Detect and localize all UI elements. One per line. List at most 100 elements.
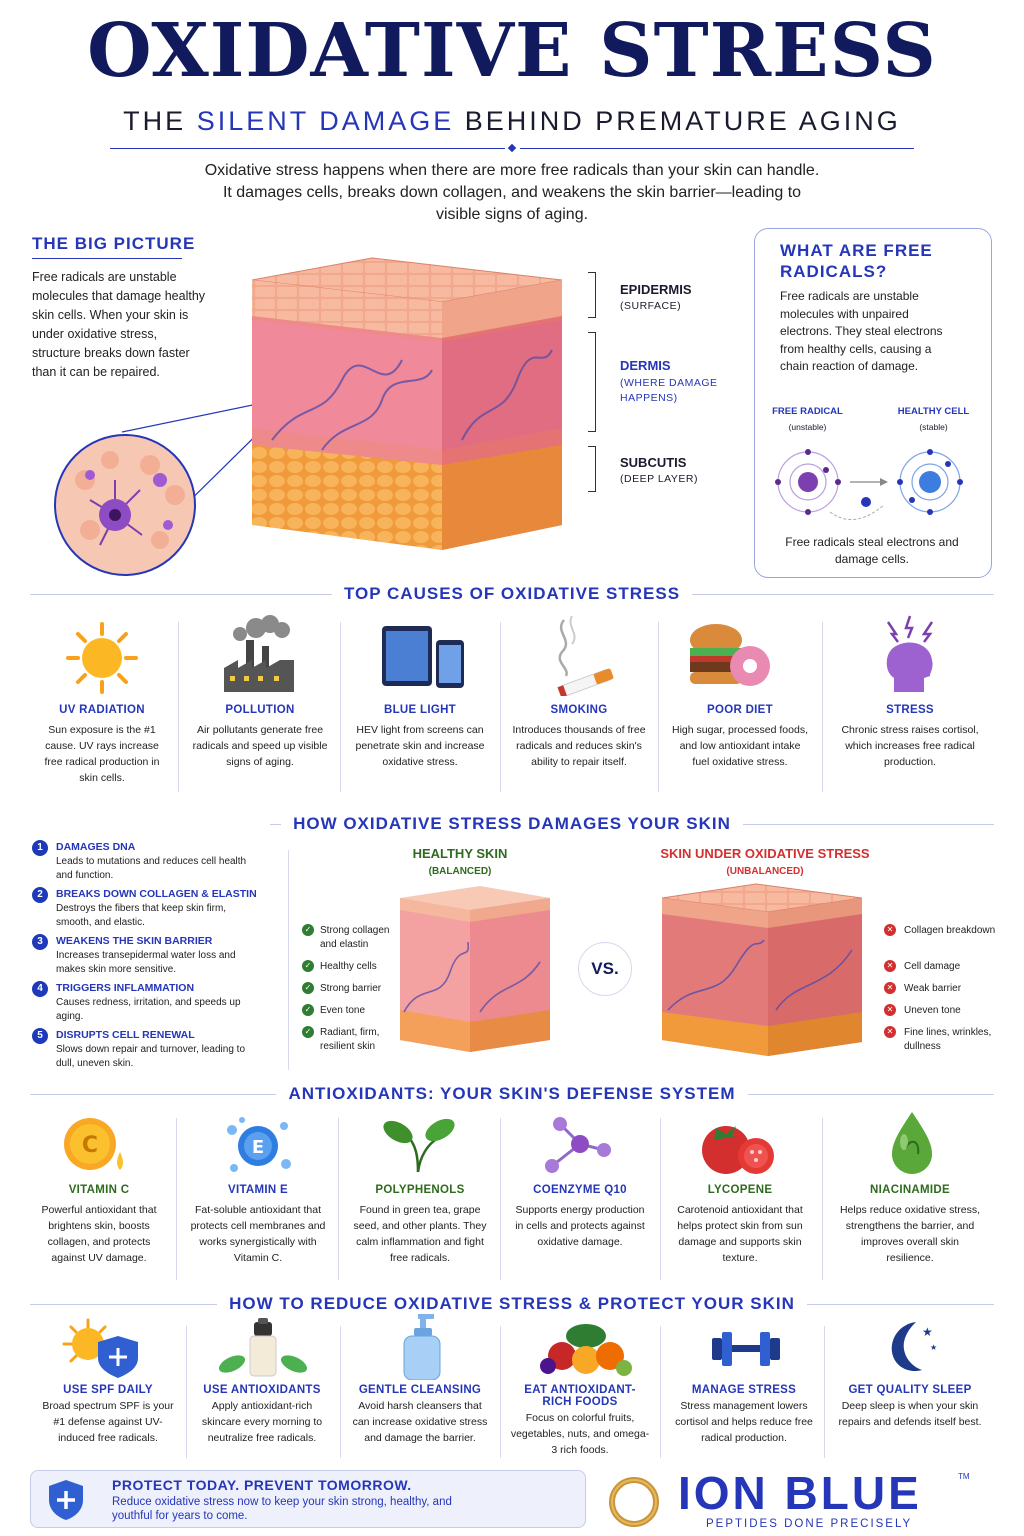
healthy-skin-cube xyxy=(400,886,550,1052)
healthy-cell-label: HEALTHY CELL xyxy=(897,406,970,417)
stressed-point: Fine lines, wrinkles, dullness xyxy=(904,1027,992,1052)
stressed-point: Cell damage xyxy=(904,961,961,972)
cause-desc: Chronic stress raises cortisol, which in… xyxy=(841,724,979,768)
free-radicals-heading: WHAT ARE FREE RADICALS? xyxy=(780,241,933,281)
skin-layers-cube xyxy=(251,257,563,550)
header-rule-right xyxy=(520,148,914,149)
antioxidant-title: NIACINAMIDE xyxy=(870,1184,950,1196)
protect-title: EAT ANTIOXIDANT-RICH FOODS xyxy=(524,1384,636,1408)
subtitle-highlight: SILENT DAMAGE xyxy=(196,106,455,136)
burger-icon xyxy=(690,624,770,686)
vitamin-c-icon: C xyxy=(64,1118,123,1170)
damage-desc: Causes redness, irritation, and speeds u… xyxy=(56,997,241,1022)
cause-pollution: POLLUTION Air pollutants generate free r… xyxy=(192,704,328,770)
healthy-point: Even tone xyxy=(320,1005,366,1016)
check-icon: ✓ xyxy=(302,982,314,994)
intro-text: Oxidative stress happens when there are … xyxy=(204,162,820,223)
protect-title: GENTLE CLEANSING xyxy=(358,1384,482,1396)
x-icon: ✕ xyxy=(884,1026,896,1038)
cause-title: POOR DIET xyxy=(707,704,773,716)
svg-text:★: ★ xyxy=(930,1343,937,1352)
cause-desc: Introduces thousands of free radicals an… xyxy=(512,724,646,768)
damage-title: DISRUPTS CELL RENEWAL xyxy=(56,1029,195,1041)
antioxidant-polyphenols: POLYPHENOLS Found in green tea, grape se… xyxy=(352,1184,488,1266)
tomato-icon xyxy=(702,1126,774,1174)
brand-name: ION BLUE xyxy=(678,1467,922,1519)
damage-number: 5 xyxy=(32,1028,48,1044)
free-radicals-card xyxy=(754,228,992,578)
factory-icon xyxy=(224,615,294,692)
antioxidant-niacinamide: NIACINAMIDE Helps reduce oxidative stres… xyxy=(838,1184,982,1266)
dermis-label: DERMIS xyxy=(620,358,671,373)
protect-title: MANAGE STRESS xyxy=(691,1384,797,1396)
brand-tm: TM xyxy=(958,1472,970,1481)
antioxidant-desc: Fat-soluble antioxidant that protects ce… xyxy=(190,1204,326,1264)
cause-desc: HEV light from screens can penetrate ski… xyxy=(355,724,485,768)
stressed-points: ✕Collagen breakdown ✕Cell damage ✕Weak b… xyxy=(884,924,1002,1052)
protect-banner: HOW TO REDUCE OXIDATIVE STRESS & PROTECT… xyxy=(30,1294,994,1314)
damage-title: TRIGGERS INFLAMMATION xyxy=(56,982,195,994)
cause-title: POLLUTION xyxy=(225,704,295,716)
protect-desc: Apply antioxidant-rich skincare every mo… xyxy=(201,1400,323,1444)
protect-stress: MANAGE STRESS Stress management lowers c… xyxy=(674,1384,814,1446)
stressed-skin-sub: (UNBALANCED) xyxy=(726,866,804,877)
check-icon: ✓ xyxy=(302,960,314,972)
protect-desc: Broad spectrum SPF is your #1 defense ag… xyxy=(42,1400,174,1444)
dumbbell-icon xyxy=(712,1332,780,1366)
page-title: OXIDATIVE STRESS xyxy=(87,8,937,94)
healthy-skin-sub: (BALANCED) xyxy=(428,866,492,877)
healthy-point: Radiant, firm, resilient skin xyxy=(320,1027,380,1052)
protect-title: USE SPF DAILY xyxy=(63,1384,153,1396)
cause-desc: Air pollutants generate free radicals an… xyxy=(192,724,328,768)
stressed-point: Uneven tone xyxy=(904,1005,961,1016)
healthy-point: Strong collagen and elastin xyxy=(320,925,390,950)
footer-text: Reduce oxidative stress now to keep your… xyxy=(112,1496,452,1522)
healthy-skin-title: HEALTHY SKIN xyxy=(412,846,508,861)
protect-desc: Focus on colorful fruits, vegetables, nu… xyxy=(510,1412,650,1456)
big-picture-text: Free radicals are unstable molecules tha… xyxy=(32,270,206,379)
molecule-icon xyxy=(545,1117,611,1173)
antioxidant-vitamin-c: VITAMIN C Powerful antioxidant that brig… xyxy=(34,1184,164,1266)
subcutis-sub: (DEEP LAYER) xyxy=(620,473,698,485)
epidermis-label: EPIDERMIS xyxy=(620,282,692,297)
protect-heading: HOW TO REDUCE OXIDATIVE STRESS & PROTECT… xyxy=(217,1294,807,1313)
ion-blue-logo-ring xyxy=(609,1477,659,1527)
protect-antioxidants: USE ANTIOXIDANTS Apply antioxidant-rich … xyxy=(194,1384,330,1446)
healthy-point: Strong barrier xyxy=(320,983,382,994)
antioxidant-lycopene: LYCOPENE Carotenoid antioxidant that hel… xyxy=(672,1184,808,1266)
dermis-bracket xyxy=(588,332,596,432)
protect-spf: USE SPF DAILY Broad spectrum SPF is your… xyxy=(40,1384,176,1446)
damage-title: BREAKS DOWN COLLAGEN & ELASTIN xyxy=(56,888,257,900)
vitamin-e-glyph: E xyxy=(252,1137,264,1158)
protect-title: USE ANTIOXIDANTS xyxy=(203,1384,321,1396)
antioxidant-desc: Carotenoid antioxidant that helps protec… xyxy=(677,1204,803,1264)
x-icon: ✕ xyxy=(884,960,896,972)
damage-heading: HOW OXIDATIVE STRESS DAMAGES YOUR SKIN xyxy=(281,814,743,833)
damage-number: 2 xyxy=(32,887,48,903)
dermis-sub: (WHERE DAMAGE HAPPENS) xyxy=(620,377,718,404)
vs-badge: VS. xyxy=(578,942,632,996)
protect-desc: Avoid harsh cleansers that can increase … xyxy=(352,1400,488,1444)
protect-sleep: GET QUALITY SLEEP Deep sleep is when you… xyxy=(838,1384,982,1430)
subcutis-label: SUBCUTIS xyxy=(620,455,687,470)
stressed-point: Weak barrier xyxy=(904,983,962,994)
antioxidants-heading: ANTIOXIDANTS: YOUR SKIN'S DEFENSE SYSTEM xyxy=(276,1084,748,1103)
check-icon: ✓ xyxy=(302,1004,314,1016)
vitamin-e-icon: E xyxy=(227,1117,291,1172)
free-radical-sub: (unstable) xyxy=(788,422,827,432)
free-radicals-caption: Free radicals steal electrons and damage… xyxy=(785,535,959,566)
damage-list: 1 DAMAGES DNA Leads to mutations and red… xyxy=(32,840,272,1075)
cigarette-icon xyxy=(557,615,614,696)
antioxidant-title: LYCOPENE xyxy=(707,1184,773,1196)
moon-icon: ★ ★ xyxy=(891,1322,937,1372)
damage-number: 1 xyxy=(32,840,48,856)
sun-icon xyxy=(66,622,138,694)
antioxidant-title: COENZYME Q10 xyxy=(533,1184,627,1196)
healthy-cell-sub: (stable) xyxy=(919,422,948,432)
damage-title: WEAKENS THE SKIN BARRIER xyxy=(56,935,213,947)
cause-smoking: SMOKING Introduces thousands of free rad… xyxy=(512,704,646,770)
subtitle-pre: THE xyxy=(123,106,197,136)
pump-bottle-icon xyxy=(403,1314,441,1380)
footer-title: PROTECT TODAY. PREVENT TOMORROW. xyxy=(112,1477,412,1493)
stressed-skin-title: SKIN UNDER OXIDATIVE STRESS xyxy=(660,846,870,861)
